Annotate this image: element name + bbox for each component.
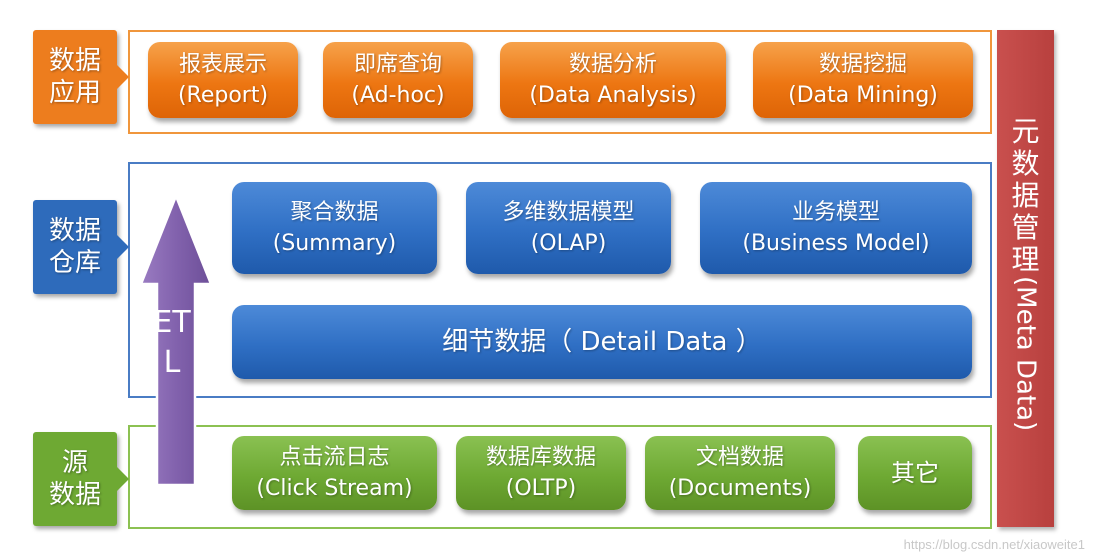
watermark: https://blog.csdn.net/xiaoweite1 (903, 537, 1085, 552)
adhoc-cn: 即席查询 (353, 52, 442, 77)
etl-label: ETL (153, 305, 191, 380)
business-model-en: (Business Model) (742, 231, 930, 256)
summary-cn: 聚合数据 (290, 200, 379, 225)
data-mining-en: (Data Mining) (788, 83, 938, 108)
source-layer-label: 源 数据 (33, 432, 129, 526)
documents-box: 文档数据 (Documents) (645, 436, 835, 510)
application-label-line2: 应用 (48, 78, 101, 108)
meta-data-bar: 元数据管理 (Meta Data) (997, 30, 1054, 527)
detail-data-box: 细节数据（ Detail Data ） (232, 305, 972, 379)
oltp-cn: 数据库数据 (485, 445, 596, 470)
business-model-box: 业务模型 (Business Model) (700, 182, 972, 274)
source-label-line1: 源 (61, 448, 88, 478)
other-box: 其它 (858, 436, 972, 510)
olap-en: (OLAP) (530, 231, 607, 256)
olap-box: 多维数据模型 (OLAP) (466, 182, 671, 274)
click-stream-en: (Click Stream) (256, 476, 413, 501)
warehouse-label-line2: 仓库 (48, 248, 101, 278)
adhoc-en: (Ad-hoc) (351, 83, 445, 108)
oltp-box: 数据库数据 (OLTP) (456, 436, 626, 510)
detail-data-text: 细节数据（ Detail Data ） (442, 326, 762, 357)
data-analysis-en: (Data Analysis) (529, 83, 697, 108)
warehouse-layer-label: 数据 仓库 (33, 200, 129, 294)
olap-cn: 多维数据模型 (502, 200, 635, 225)
business-model-cn: 业务模型 (791, 200, 880, 225)
meta-data-cn: 元数据管理 (1011, 115, 1040, 276)
click-stream-box: 点击流日志 (Click Stream) (232, 436, 437, 510)
report-en: (Report) (177, 83, 269, 108)
summary-box: 聚合数据 (Summary) (232, 182, 437, 274)
application-label-line1: 数据 (48, 46, 101, 76)
data-mining-cn: 数据挖掘 (818, 52, 907, 77)
data-analysis-box: 数据分析 (Data Analysis) (500, 42, 726, 118)
oltp-en: (OLTP) (505, 476, 577, 501)
data-analysis-cn: 数据分析 (568, 52, 657, 77)
warehouse-label-line1: 数据 (48, 216, 101, 246)
documents-cn: 文档数据 (695, 445, 784, 470)
data-mining-box: 数据挖掘 (Data Mining) (753, 42, 973, 118)
source-label-line2: 数据 (48, 480, 101, 510)
meta-data-en: (Meta Data) (1010, 276, 1041, 432)
summary-en: (Summary) (272, 231, 397, 256)
etl-arrow (139, 192, 213, 487)
documents-en: (Documents) (668, 476, 812, 501)
report-cn: 报表展示 (178, 52, 267, 77)
other-cn: 其它 (891, 458, 939, 487)
application-layer-label: 数据 应用 (33, 30, 129, 124)
report-box: 报表展示 (Report) (148, 42, 298, 118)
adhoc-box: 即席查询 (Ad-hoc) (323, 42, 473, 118)
click-stream-cn: 点击流日志 (279, 445, 390, 470)
